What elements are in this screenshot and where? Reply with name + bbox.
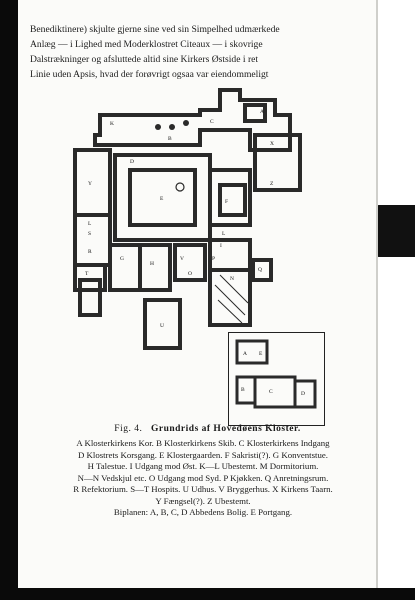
inset-letter: E: [259, 351, 263, 357]
page-edge: [376, 0, 378, 588]
plan-letter: C: [210, 119, 214, 125]
plan-letter: Q: [258, 267, 262, 273]
plan-letter: G: [120, 256, 124, 262]
legend-row: R Refektorium. S—T Hospits. U Udhus. V B…: [73, 484, 333, 494]
text-line: Benediktinere) skjulte gjerne sine ved s…: [30, 24, 280, 35]
scan-margin-right: [377, 0, 415, 600]
figure-legend: A Klosterkirkens Kor. B Klosterkirkens S…: [48, 438, 358, 519]
plan-letter: X: [270, 141, 274, 147]
document-page: [18, 0, 376, 588]
legend-row: H Talestue. I Udgang mod Øst. K—L Ubeste…: [87, 461, 319, 471]
scan-border-left: [0, 0, 18, 600]
plan-letter: D: [130, 159, 134, 165]
inset-plan: A B C D E: [228, 332, 325, 426]
plan-letter: L: [88, 221, 92, 227]
legend-row: D Klostrets Korsgang. E Klostergaarden. …: [77, 449, 328, 460]
plan-letter: L: [222, 231, 226, 237]
plan-letter: V: [180, 256, 184, 262]
inset-drawing: A B C D E: [235, 339, 317, 409]
plan-letter: N: [230, 276, 234, 282]
plan-letter: K: [110, 121, 114, 127]
inset-letter: C: [269, 389, 273, 395]
plan-letter: T: [85, 271, 89, 277]
plan-letter: Y: [88, 181, 92, 187]
plan-letter: O: [188, 271, 192, 277]
plan-letter: P: [212, 256, 215, 262]
plan-letter: U: [160, 323, 164, 329]
legend-row: N—N Vedskjul etc. O Udgang mod Syd. P Kj…: [77, 472, 329, 483]
inset-letter: B: [241, 387, 245, 393]
body-paragraph: Benediktinere) skjulte gjerne sine ved s…: [30, 22, 342, 82]
plan-letter: R: [88, 249, 92, 255]
figure-caption: Fig. 4. Grundrids af Hovedøens Kloster.: [0, 424, 415, 434]
plan-letter: F: [225, 199, 228, 205]
binder-clip: [373, 205, 415, 257]
plan-letter: I: [220, 243, 222, 249]
legend-row: A Klosterkirkens Kor. B Klosterkirkens S…: [76, 438, 330, 448]
monastery-floor-plan: K B A C E F Y L L S R G I H D N X Q T U …: [73, 88, 302, 350]
text-line: Linie uden Apsis, hvad der forøvrigt ogs…: [30, 69, 269, 80]
figure-title: Grundrids af Hovedøens Kloster.: [150, 424, 301, 434]
plan-letter: A: [260, 109, 264, 115]
legend-row: Biplanen: A, B, C, D Abbedens Bolig. E P…: [113, 507, 293, 517]
inset-letter: D: [301, 391, 305, 397]
legend-row: Y Fængsel(?). Z Ubestemt.: [155, 495, 251, 506]
inset-letter: A: [243, 351, 247, 357]
plan-letter: Z: [270, 181, 274, 187]
plan-letter: E: [160, 196, 164, 202]
text-line: Dalstrækninger og afsluttede altid sine …: [30, 54, 259, 65]
plan-letter: B: [168, 136, 172, 142]
plan-letter: H: [150, 261, 154, 267]
scan-border-bottom: [0, 588, 415, 600]
text-line: Anlæg — i Lighed med Moderklostret Citea…: [30, 39, 263, 50]
plan-letter: S: [88, 231, 91, 237]
figure-number: Fig. 4.: [114, 424, 143, 434]
